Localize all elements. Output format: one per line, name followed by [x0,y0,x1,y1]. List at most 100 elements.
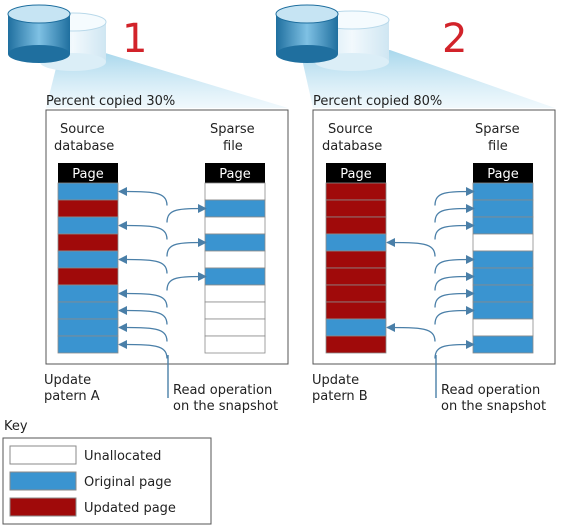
page-cell-original [472,216,534,235]
panel-frame [312,109,556,365]
page-cell-original [57,284,119,303]
page-cell-unallocated [204,284,266,303]
page-cell-unallocated [204,216,266,235]
page-cell-unallocated [204,250,266,269]
panel-frame [45,109,289,365]
page-header-label: Page [72,167,103,182]
update-pattern-label-line2: patern A [44,389,100,404]
read-arrow [118,305,168,325]
read-arrow [386,237,436,257]
read-operation-label-line2: on the snapshot [441,399,546,414]
source-label: Source [328,122,373,137]
page-header [58,163,118,183]
page-header [473,163,533,183]
source-page-column: Page [57,163,119,354]
page-cell-original [472,199,534,218]
page-cell-original [472,301,534,320]
source-label: Source [60,122,105,137]
read-arrow [118,288,168,308]
copy-beam [46,52,288,108]
update-pattern-label: Update [44,373,91,388]
page-cell-updated [57,199,119,218]
key-label-updated: Updated page [84,501,176,516]
source-label-line2: database [54,139,114,154]
read-arrow [434,254,475,274]
page-cell-original [472,267,534,286]
read-arrow [166,237,207,257]
read-arrow [118,220,168,240]
percent-copied-label: Percent copied 80% [313,94,442,109]
read-operation-label: Read operation [441,383,540,398]
page-cell-unallocated [472,318,534,337]
percent-copied-label: Percent copied 30% [46,94,175,109]
read-arrows [118,186,207,359]
read-arrow [434,288,475,308]
panel-number: 2 [442,16,467,62]
panel-2: 2 Percent copied 80% Source database Spa… [275,4,556,414]
page-cell-original [57,318,119,337]
page-cell-unallocated [204,182,266,201]
read-arrow [118,186,168,206]
page-header-label: Page [487,167,518,182]
update-pattern-label-line2: patern B [312,389,368,404]
key-title: Key [4,419,28,434]
read-arrow [434,220,475,240]
page-cell-original [57,301,119,320]
page-cell-unallocated [204,318,266,337]
read-arrows [386,186,475,359]
database-cylinder-icon [275,4,339,63]
sparse-page-column: Page [472,163,534,354]
page-header-label: Page [340,167,371,182]
page-header [326,163,386,183]
read-arrow [386,322,436,342]
key-frame [2,437,212,525]
read-arrow [434,271,475,291]
page-cell-original [204,199,266,218]
page-cell-updated [57,233,119,252]
source-label-line2: database [322,139,382,154]
read-arrow [434,305,475,325]
panel-1: 1 Percent copied 30% Source database Spa… [7,4,289,414]
read-arrow [118,254,168,274]
page-cell-updated [325,301,387,320]
page-cell-original [325,318,387,337]
read-operation-label: Read operation [173,383,272,398]
key-swatch-unallocated [9,445,77,465]
source-page-column: Page [325,163,387,354]
page-header-label: Page [219,167,250,182]
page-cell-original [472,182,534,201]
page-cell-original [57,250,119,269]
page-cell-original [204,267,266,286]
page-cell-updated [325,284,387,303]
key-swatch-updated [9,497,77,517]
database-cylinder-icon [7,4,71,63]
page-cell-updated [325,199,387,218]
page-cell-original [57,335,119,354]
key-swatch-original [9,471,77,491]
page-cell-updated [325,267,387,286]
read-arrow [434,186,475,206]
read-arrow [434,339,475,359]
sparse-label-line2: file [488,139,508,154]
page-cell-original [204,233,266,252]
read-operation-label-line2: on the snapshot [173,399,278,414]
page-cell-original [57,216,119,235]
page-cell-updated [325,335,387,354]
key-label-unallocated: Unallocated [84,449,161,464]
sparse-label: Sparse [210,122,255,137]
page-cell-original [325,233,387,252]
read-arrow [166,271,207,291]
read-arrow [434,203,475,223]
page-cell-unallocated [204,335,266,354]
page-cell-updated [325,182,387,201]
panel-number: 1 [122,16,147,62]
read-arrow [118,339,168,359]
key-label-original: Original page [84,475,171,490]
read-arrow [166,203,207,223]
page-cell-original [472,250,534,269]
page-cell-updated [325,216,387,235]
page-cell-unallocated [204,301,266,320]
